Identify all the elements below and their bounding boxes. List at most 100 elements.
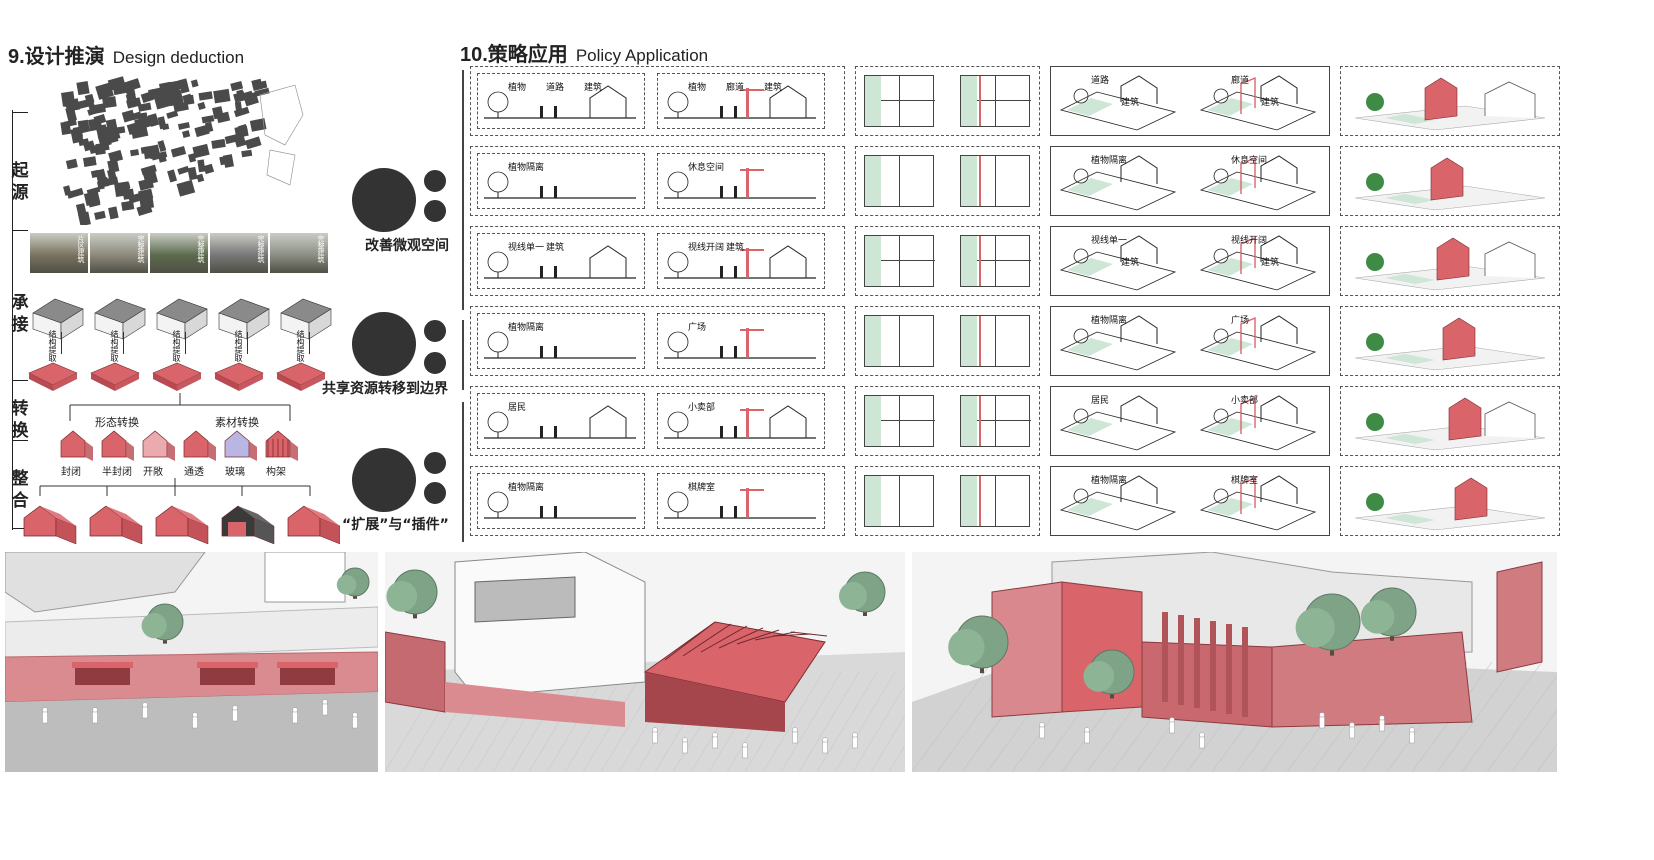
axon-before [1059, 75, 1177, 131]
person-icon [554, 506, 557, 518]
building-block [212, 106, 224, 120]
plan-divider [977, 260, 1031, 261]
person-icon [720, 266, 723, 278]
axon-after [1199, 155, 1317, 211]
building-block [95, 82, 114, 100]
section-drawing [484, 331, 636, 359]
section-label: 建筑 [726, 243, 745, 253]
policy-grid: 植物道路建筑植物廊道建筑道路建筑廊道建筑植物隔离休息空间植物隔离休息空间视线单一… [470, 66, 1560, 546]
render-frame [1340, 146, 1560, 216]
building-block [94, 210, 106, 220]
house-model [94, 298, 146, 340]
building-block [93, 103, 106, 114]
section-drawing [484, 85, 636, 119]
title-en: Design deduction [112, 48, 245, 67]
plan-before [864, 155, 934, 207]
building-block [197, 159, 206, 173]
louver [1226, 624, 1232, 714]
courtyard-pavilion-render [385, 552, 905, 772]
building-block [108, 206, 119, 220]
section-drawing [484, 245, 636, 279]
tree-icon [667, 331, 689, 353]
plan-after [960, 315, 1030, 367]
person-icon [540, 186, 543, 198]
tree-icon [487, 411, 509, 433]
stage-origin: 起源 [11, 161, 29, 203]
back-wall [5, 606, 378, 663]
group-form: 形态转换 [95, 416, 139, 429]
section-label: 植物 [688, 83, 707, 93]
strategy-icon-1 [352, 168, 416, 232]
red-plan-line [979, 76, 981, 126]
section-before: 植物隔离 [477, 313, 645, 369]
building-block [192, 143, 210, 159]
building-block [60, 121, 72, 135]
axon-label: 小卖部 [1231, 396, 1259, 406]
transform-type-label: 开敞 [143, 467, 163, 478]
module-render [1354, 477, 1546, 531]
render-lawn [1385, 194, 1435, 204]
plan-divider [899, 236, 900, 286]
plan-divider [899, 316, 900, 366]
section-after: 广场 [657, 313, 825, 369]
green-strip [865, 316, 881, 366]
section-label: 廊道 [726, 83, 745, 93]
tree-icon [667, 171, 689, 193]
building-block [233, 91, 247, 103]
site-photo: 完整建筑 [270, 233, 328, 273]
person-icon [540, 346, 543, 358]
axon-label: 建筑 [1121, 98, 1140, 108]
axon-label: 休息空间 [1231, 156, 1268, 166]
section-after: 休息空间 [657, 153, 825, 209]
building-block [95, 168, 107, 183]
building-block [132, 111, 142, 121]
plan-frame [855, 466, 1040, 536]
section-before: 居民 [477, 393, 645, 449]
extract-label: 结构提取 [172, 330, 181, 362]
louver [1242, 627, 1248, 717]
module-render [1354, 237, 1546, 291]
louver [1178, 615, 1184, 705]
axon-label: 植物隔离 [1091, 156, 1128, 166]
axon-house [1120, 395, 1158, 424]
building-block [82, 140, 96, 152]
section-drawing [664, 488, 816, 519]
render-frame [1340, 306, 1560, 376]
red-roof-pavilion [643, 621, 826, 703]
louver [1210, 621, 1216, 711]
person-icon [540, 106, 543, 118]
building-block [190, 79, 199, 88]
axon-before [1059, 315, 1177, 371]
building-block [65, 158, 78, 170]
axon-label: 建筑 [1261, 98, 1280, 108]
plan-frame [855, 66, 1040, 136]
integrated-modules [23, 505, 340, 545]
green-strip [865, 236, 881, 286]
render-red-module [1436, 237, 1470, 281]
strategy-bracket [462, 320, 464, 390]
plan-divider [995, 236, 996, 286]
transform-labels: 封闭半封闭开敞通透玻璃构架 [55, 463, 305, 479]
person-icon [734, 506, 737, 518]
house-block [264, 552, 346, 603]
section-label: 植物隔离 [508, 163, 545, 173]
building-block [178, 78, 190, 94]
tree-icon [487, 251, 509, 273]
building-block [76, 80, 90, 96]
extract-label: 结构提取 [48, 330, 57, 362]
building-block [167, 90, 184, 107]
section-after: 植物廊道建筑 [657, 73, 825, 129]
building-block [241, 149, 253, 158]
house-outline [769, 405, 807, 438]
building-block [88, 117, 103, 132]
axon-green [1067, 418, 1113, 436]
house-outline [589, 245, 627, 278]
render-tree [1366, 253, 1384, 271]
extract-arrow [123, 332, 124, 354]
tree-icon [1213, 248, 1229, 264]
green-strip [961, 476, 977, 526]
tree-icon [667, 411, 689, 433]
red-insert [1240, 156, 1256, 194]
red-wall-right [1271, 631, 1473, 728]
integrated-module [221, 505, 275, 545]
